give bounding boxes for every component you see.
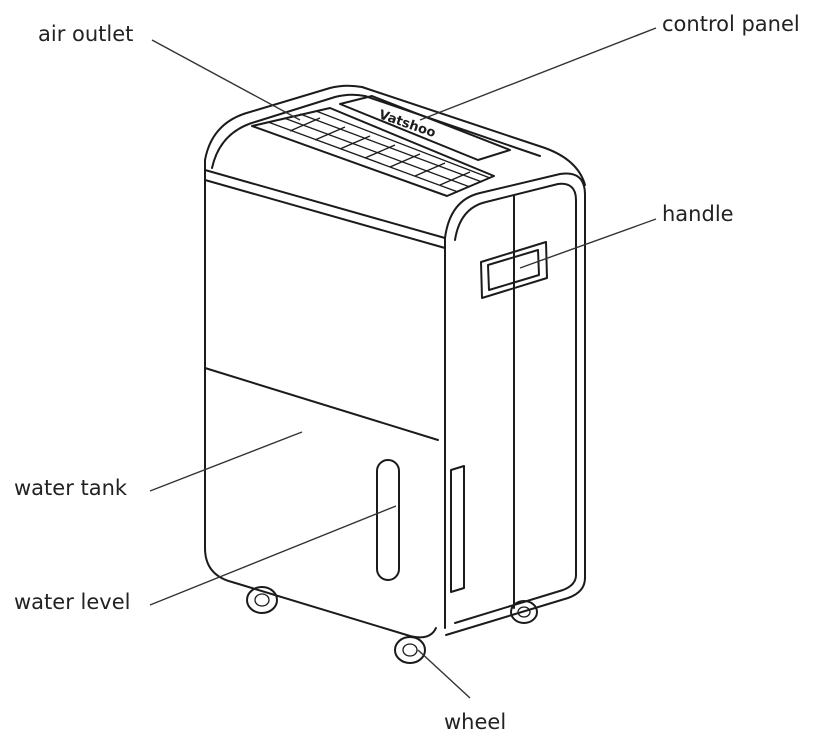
label-air-outlet: air outlet [38, 22, 134, 46]
side-face [444, 172, 586, 636]
leader-wheel [417, 649, 471, 699]
label-control-panel: control panel [662, 12, 800, 36]
water-level-window [376, 459, 400, 581]
brand-logo: Vatshoo [377, 108, 438, 141]
leader-air-outlet [151, 39, 301, 121]
leader-water-level [149, 505, 397, 606]
wheel-front-right [394, 636, 426, 664]
label-handle: handle [662, 202, 734, 226]
label-water-level: water level [14, 590, 131, 614]
top-panel [204, 84, 586, 186]
leader-handle [519, 218, 657, 269]
front-face [204, 159, 446, 639]
wheel-back-right [510, 600, 538, 624]
label-water-tank: water tank [14, 476, 128, 500]
leader-water-tank [149, 431, 303, 492]
leader-control-panel [419, 27, 657, 121]
wheel-front-left [246, 586, 278, 614]
label-wheel: wheel [444, 710, 507, 734]
side-slot [450, 465, 465, 593]
handle [480, 241, 548, 299]
air-outlet-grille [251, 107, 495, 197]
